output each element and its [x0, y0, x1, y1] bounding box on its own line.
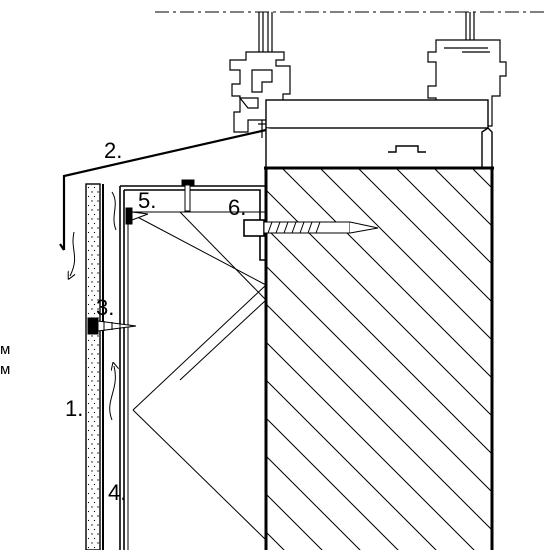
callout-3: 3.	[96, 295, 115, 320]
callout-6: 6.	[228, 195, 247, 220]
callout-4: 4.	[108, 480, 127, 505]
sill-flashing	[59, 128, 267, 251]
screw-3	[87, 317, 137, 335]
side-text-2: м	[0, 361, 11, 378]
callout-5: 5.	[138, 188, 157, 213]
screw-5	[125, 179, 195, 225]
anchor-bolt	[243, 219, 379, 237]
callout-1: 1.	[65, 396, 84, 421]
airflow-arrows	[70, 191, 116, 421]
callout-2: 2.	[104, 138, 123, 163]
cladding-panel	[85, 183, 104, 550]
window-sill	[265, 99, 493, 169]
insulation-layer	[127, 211, 267, 550]
subframe-profile	[119, 185, 266, 550]
side-text-1: м	[0, 341, 11, 358]
